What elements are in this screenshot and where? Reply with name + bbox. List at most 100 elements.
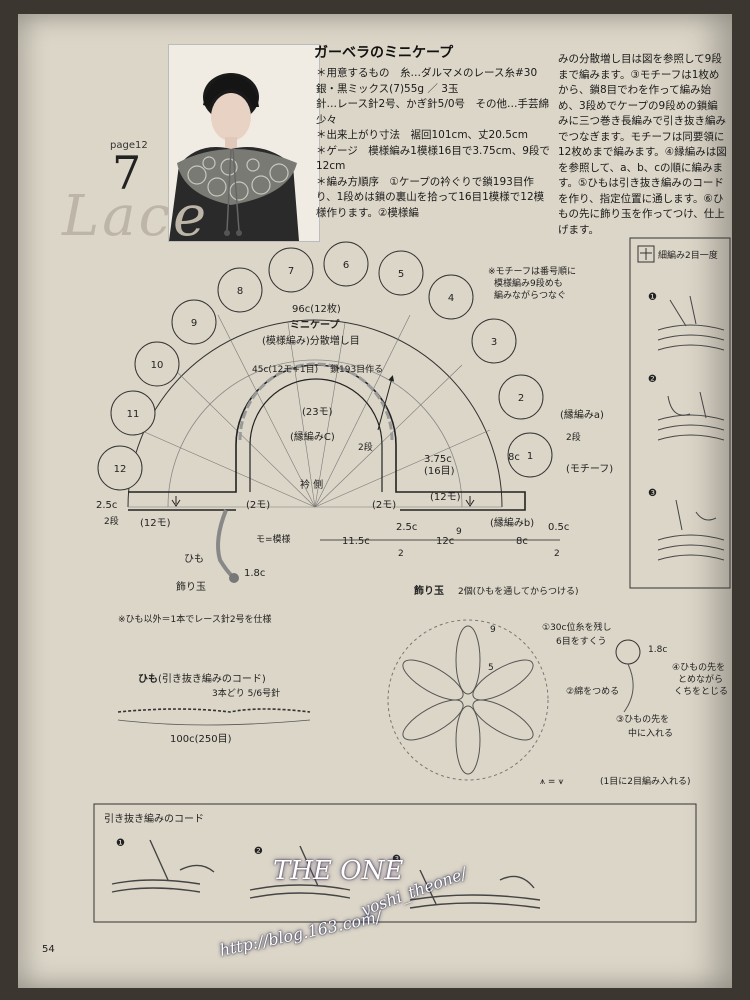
lace-heading: Lace: [62, 184, 210, 249]
tie-bead: [229, 573, 239, 583]
bead-legend-symbol: ⩚ = ⩛: [540, 777, 563, 787]
motif-number: 9: [191, 318, 197, 329]
label-25c-left: 2.5c: [96, 500, 117, 511]
bead-step-3b: 中に入れる: [628, 727, 673, 739]
slip-cord-step: ❶: [116, 838, 125, 849]
label-edge-a: (縁編みa): [560, 408, 604, 421]
label-himo: ひも: [184, 553, 204, 565]
instructions-column-2: みの分散増し目は図を参照して9段まで編みます。③モチーフは1枚めから、鎖8目でわ…: [558, 53, 727, 236]
motif-number: 6: [343, 260, 349, 271]
radial-lines: [128, 314, 502, 508]
dim-2-right: 2: [554, 549, 560, 559]
bead-chart-circle: [387, 619, 549, 781]
symbol-step: ❶: [648, 292, 657, 303]
label-45c: 45c(12モ+1目): [252, 364, 318, 375]
page-reference: page12: [110, 140, 148, 151]
label-collar: 衿 側: [300, 478, 323, 491]
motif-number: 1: [527, 451, 533, 462]
label-375: 3.75c: [424, 454, 452, 465]
motif-circle-10: [134, 341, 180, 387]
motif-circles: [97, 241, 553, 491]
label-2mo-left: (2モ): [246, 500, 270, 511]
slip-cord-step: ❸: [392, 854, 401, 865]
diagram-title: ミニケープ: [290, 318, 340, 331]
motif-circle-12: [97, 445, 143, 491]
bead-size: 1.8c: [648, 645, 667, 655]
label-23mo: (23モ): [302, 407, 333, 418]
motif-circle-3: [471, 318, 517, 364]
dim-8c: 8c: [516, 536, 528, 547]
motif-note-line: 編みながらつなぐ: [494, 289, 566, 301]
label-12mo-left: (12モ): [140, 518, 171, 529]
dim-2: 2: [398, 549, 404, 559]
collar-inner: [249, 378, 383, 492]
label-12mo-right: (12モ): [430, 492, 461, 503]
mo-legend: モ=模様: [256, 533, 291, 545]
cord-title: ひも: [138, 673, 158, 685]
slip-cord-box: 引き抜き編みのコード ❶ ❷ ❸: [93, 803, 697, 923]
motif-number: 2: [518, 393, 524, 404]
cord-title-sub: (引き抜き編みのコード): [158, 672, 266, 685]
label-chain: 鎖193目作る: [330, 363, 383, 375]
middle-arc: [167, 359, 463, 508]
motif-circle-1: [507, 432, 553, 478]
dim-9: 9: [456, 527, 462, 537]
bead-subtitle: 2個(ひもを通してからつける): [458, 585, 578, 597]
dim-2-5c: 2.5c: [396, 522, 417, 533]
bead-step-1a: ①30c位糸を残し: [542, 621, 611, 633]
bead-petals: [402, 625, 534, 775]
diagram-subtitle: (模様編み)分散増し目: [262, 334, 360, 347]
cord-spec: 3本どり 5/6号針: [212, 687, 280, 699]
motif-circle-7: [268, 247, 314, 293]
page-number: 54: [42, 944, 55, 955]
motif-number: 5: [398, 269, 404, 280]
motif-number: 8: [237, 286, 243, 297]
label-2dan-a: 2段: [566, 431, 581, 443]
motif-number: 10: [151, 360, 164, 371]
label-2mo-right: (2モ): [372, 500, 396, 511]
chain-line: [238, 362, 394, 441]
motif-note-line: 模様編み9段めも: [494, 277, 563, 289]
motif-number: 12: [114, 464, 127, 475]
label-kazaridama: 飾り玉: [176, 580, 206, 593]
bead-num-5: 5: [488, 663, 494, 673]
motif-number: 7: [288, 266, 294, 277]
bead-step-4b: とめながら: [678, 673, 723, 685]
tie-string: [216, 509, 234, 578]
cord-length: 100c(250目): [170, 734, 232, 745]
bead-num-9: 9: [490, 625, 496, 635]
note-himo: ※ひも以外＝1本でレース針2号を仕様: [118, 613, 272, 625]
label-8c: 8c: [508, 452, 520, 463]
dim-0-5c: 0.5c: [548, 522, 569, 533]
pattern-number: 7: [112, 146, 142, 200]
bead-step-2: ②綿をつめる: [566, 685, 619, 697]
label-2dan: 2段: [358, 441, 373, 453]
watermark-brand: THE ONE: [273, 856, 404, 886]
motif-circle-6: [323, 241, 369, 287]
bead-step-1b: 6目をすくう: [556, 636, 607, 647]
dim-11-5c: 11.5c: [342, 536, 370, 547]
motif-number: 11: [127, 409, 140, 420]
label-2dan-left: 2段: [104, 515, 119, 527]
bead-step-3a: ③ひもの先を: [616, 713, 669, 725]
dim-12c: 12c: [436, 536, 454, 547]
symbol-icon: [637, 245, 655, 263]
label-16me: (16目): [424, 466, 455, 477]
motif-circle-9: [171, 299, 217, 345]
symbol-box-title: 細編み2目一度: [658, 249, 718, 261]
pattern-title: ガーベラのミニケープ: [314, 45, 454, 61]
model-photo-illustration: [169, 73, 299, 241]
bead-step-4c: くちをとじる: [674, 686, 728, 697]
motif-circle-8: [217, 267, 263, 313]
instructions-column-1: ＊用意するもの 糸…ダルマメのレース糸#30 銀・黒ミックス(7)55g ／ 3…: [316, 67, 550, 219]
slip-cord-title: 引き抜き編みのコード: [104, 812, 204, 825]
motif-circle-11: [110, 390, 156, 436]
label-edge-b: (縁編みb): [490, 516, 534, 529]
motif-circle-2: [498, 374, 544, 420]
bead-title: 飾り玉: [414, 584, 444, 597]
magazine-page: page12 7 Lace ガーベラのミニケープ ＊用意するもの 糸…ダルマメの…: [18, 14, 732, 988]
diagram-canvas: 12 11 10 9 8 7 6 5 4 3 2 1: [93, 237, 731, 923]
motif-number: 3: [491, 337, 497, 348]
model-photo: [168, 44, 320, 242]
label-1-8c: 1.8c: [244, 568, 265, 579]
